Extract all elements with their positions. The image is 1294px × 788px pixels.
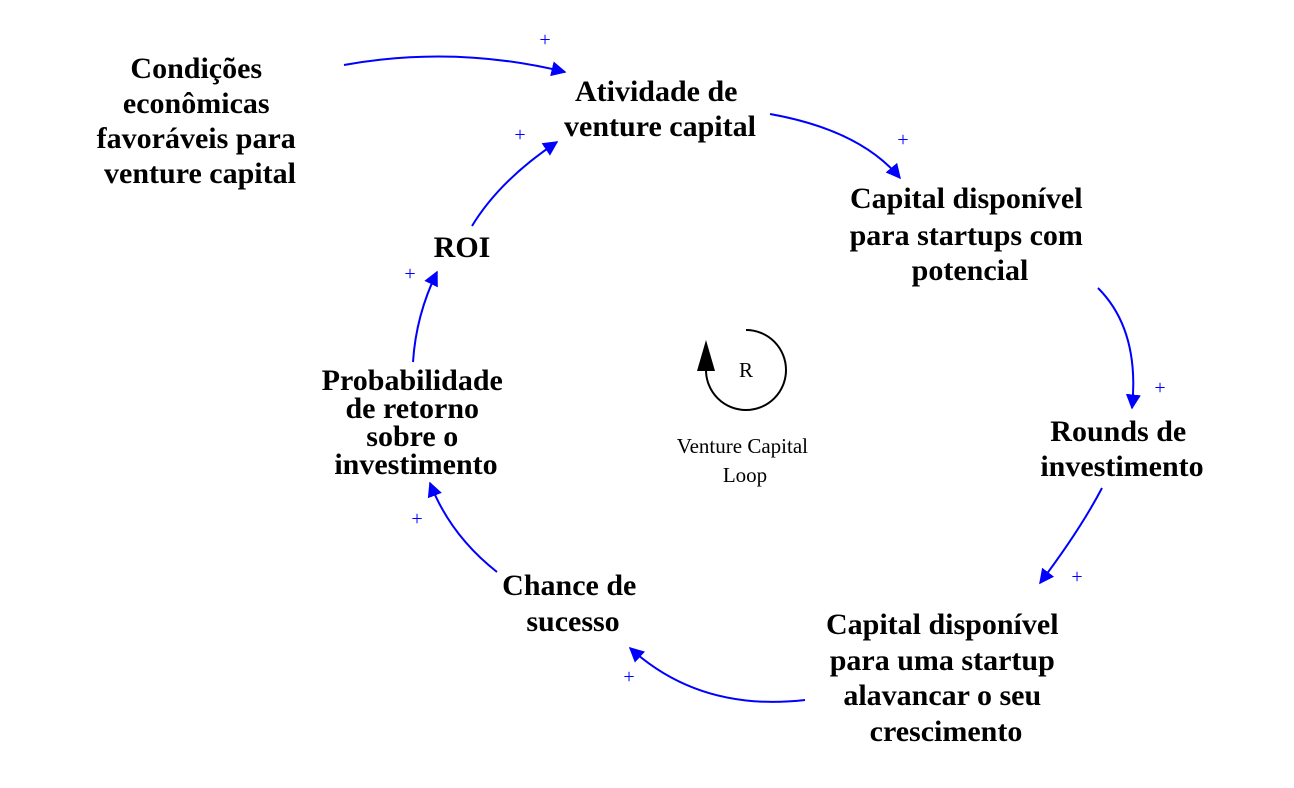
- link-chance-to-probabilidade: [427, 481, 498, 573]
- link-capital-startup-to-chance: [628, 646, 806, 703]
- node-capital-disponivel-startups: Capital disponível para startups com pot…: [850, 182, 1091, 287]
- link-rounds-to-capital-startup: [1039, 487, 1103, 585]
- polarity-sign: +: [623, 666, 634, 688]
- node-chance-de-sucesso: Chance de sucesso: [502, 569, 644, 638]
- polarity-sign: +: [1154, 377, 1165, 399]
- loop-name: Venture Capital Loop: [677, 434, 813, 487]
- link-probabilidade-to-roi: [412, 270, 438, 363]
- polarity-sign: +: [897, 129, 908, 151]
- loop-arrow-icon: [697, 329, 787, 411]
- polarity-sign: +: [411, 508, 422, 530]
- link-condicoes-to-atividade: [343, 55, 567, 77]
- link-atividade-to-capital-startups: [769, 113, 901, 180]
- node-condicoes-economicas: Condições econômicas favoráveis para ven…: [97, 52, 304, 190]
- link-roi-to-atividade: [471, 141, 559, 227]
- node-capital-disponivel-startup: Capital disponível para uma startup alav…: [826, 608, 1066, 748]
- node-rounds-de-investimento: Rounds de investimento: [1040, 415, 1203, 483]
- polarity-sign: +: [404, 263, 415, 285]
- node-atividade-venture-capital: Atividade de venture capital: [564, 75, 756, 143]
- node-roi: ROI: [434, 231, 491, 264]
- link-capital-startups-to-rounds: [1097, 287, 1141, 410]
- polarity-sign: +: [539, 29, 550, 51]
- polarity-sign: +: [1071, 566, 1082, 588]
- polarity-sign: +: [514, 124, 525, 146]
- loop-type-label: R: [739, 358, 753, 382]
- node-probabilidade-de-retorno: Probabilidade de retorno sobre o investi…: [322, 364, 511, 481]
